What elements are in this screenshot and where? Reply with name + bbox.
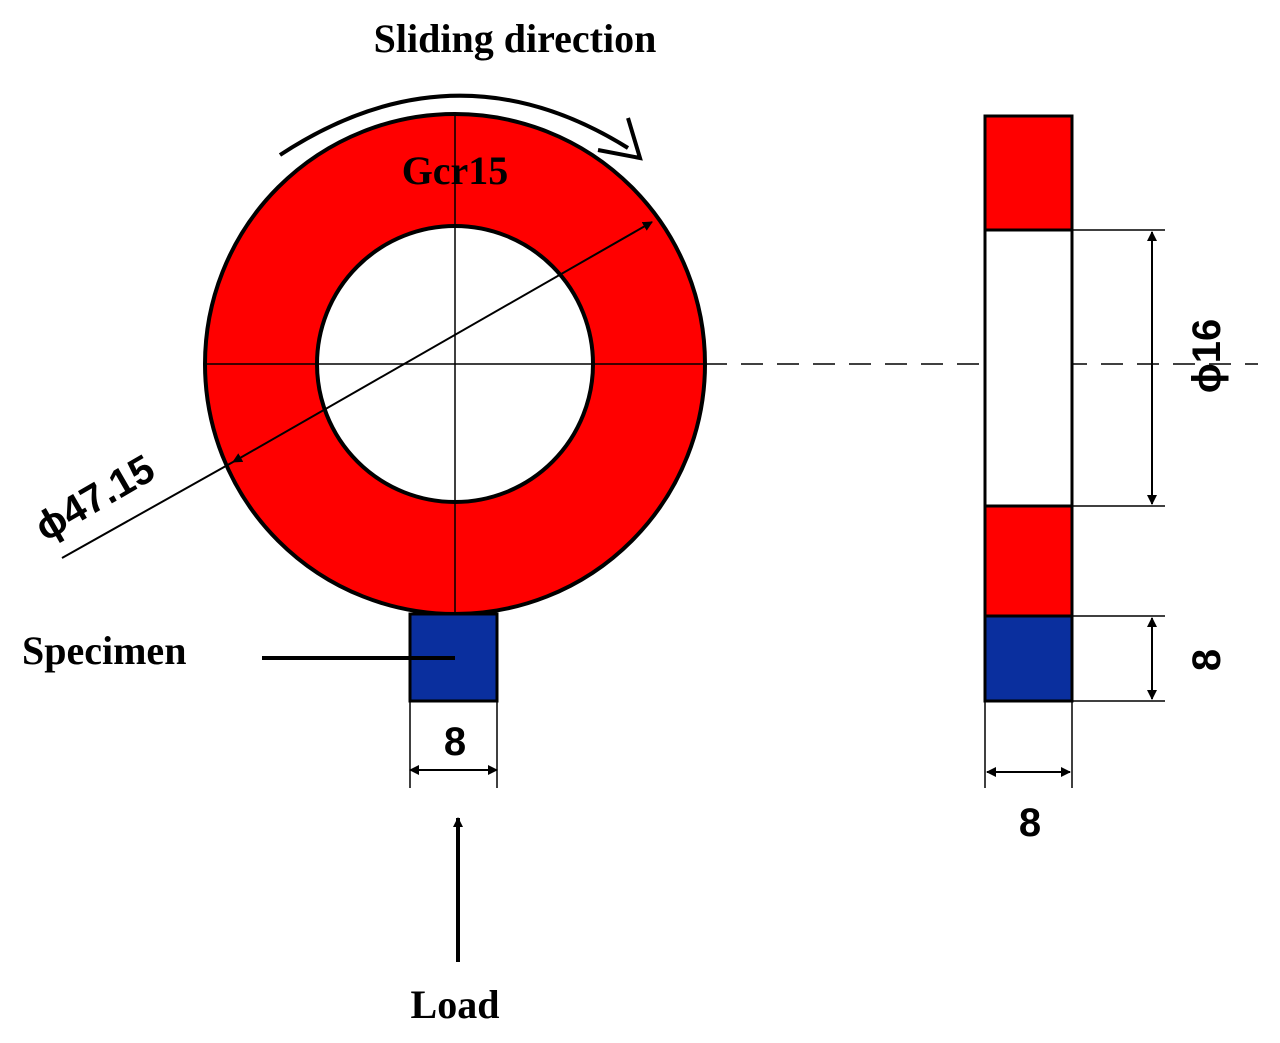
side-view-bore <box>983 228 1074 508</box>
ring-width-label: 8 <box>1019 801 1041 845</box>
outer-diameter-label: ϕ47.15 <box>28 447 163 550</box>
sliding-direction-label: Sliding direction <box>374 16 657 61</box>
specimen-width-label: 8 <box>444 720 466 764</box>
ring-material-label: Gcr15 <box>402 148 509 193</box>
side-view-ring-top <box>983 114 1074 232</box>
specimen-height-label: 8 <box>1185 649 1229 671</box>
sliding-direction-arrowhead <box>597 117 643 161</box>
sliding-direction-arrow <box>278 93 630 157</box>
inner-diameter-label: ϕ16 <box>1185 319 1229 393</box>
specimen-label: Specimen <box>22 628 186 673</box>
outer-diameter-dimension-line <box>232 221 653 463</box>
side-view-ring-bottom <box>983 504 1074 618</box>
load-label: Load <box>411 982 500 1027</box>
side-view-specimen <box>983 614 1074 703</box>
outer-diameter-leader-line <box>61 461 234 559</box>
